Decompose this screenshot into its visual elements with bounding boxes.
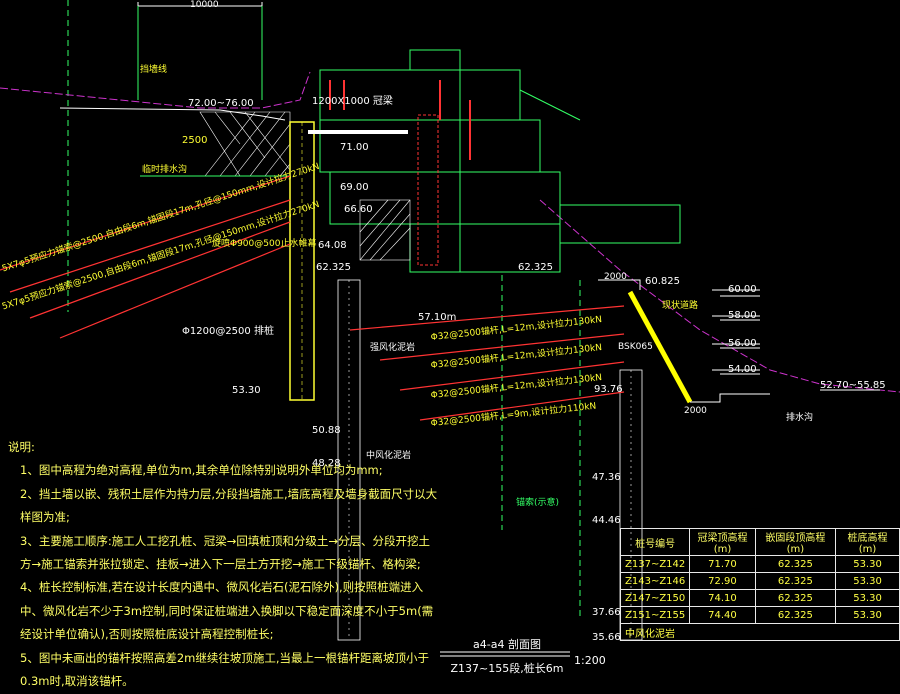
table-cell: Z151~Z155 [619, 606, 691, 624]
table-header: 嵌固段顶高程(m) [754, 528, 837, 556]
elev-66-60: 66.60 [344, 204, 373, 215]
note-1: 1、图中高程为绝对高程,单位为m,其余单位除特别说明外单位均为mm; [20, 463, 383, 478]
ground-line [0, 71, 311, 109]
drawing-subtitle: Z137~155段,桩长6m [450, 662, 564, 675]
table-header: 冠梁顶高程(m) [689, 528, 756, 556]
table-cell: 72.90 [689, 572, 756, 590]
building-details [308, 114, 439, 266]
table-cell: 53.30 [835, 606, 900, 624]
red-accents [329, 80, 471, 160]
table-cell: Z137~Z142 [619, 555, 691, 573]
elev-56: 56.00 [728, 338, 757, 349]
table-row: Z147~Z150 74.10 62.325 53.30 [619, 589, 900, 607]
soil-low-label: 中风化泥岩 [366, 451, 412, 461]
table-cell: 74.10 [689, 589, 756, 607]
guide-lines [501, 275, 581, 620]
crown-beam-label: 1200X1000 冠梁 [312, 96, 393, 107]
table-row: Z151~Z155 74.40 62.325 53.30 [619, 606, 900, 624]
notes-block: 说明: 1、图中高程为绝对高程,单位为m,其余单位除特别说明外单位均为mm; 2… [8, 436, 438, 693]
notes-title: 说明: [8, 440, 35, 454]
elev-71: 71.00 [340, 142, 369, 153]
elev-54: 54.00 [728, 364, 757, 375]
elev-60: 60.00 [728, 284, 757, 295]
hand-label: 临时排水沟 [142, 165, 188, 175]
table-cell: Z143~Z146 [619, 572, 691, 590]
pile-label: Φ1200@2500 排桩 [182, 326, 274, 337]
building [319, 49, 681, 273]
table-header: 桩号编号 [619, 528, 691, 556]
table-cell: 62.325 [754, 606, 837, 624]
dim-2000-a: 2000 [604, 272, 627, 282]
elev-37-66: 37.66 [592, 607, 621, 618]
elev-35-66: 35.66 [592, 632, 621, 643]
right-terrain [598, 279, 770, 403]
elev-72-76: 72.00~76.00 [188, 98, 254, 109]
elev-69: 69.00 [340, 182, 369, 193]
dim-2000-b: 2000 [684, 406, 707, 416]
table-row: Z143~Z146 72.90 62.325 53.30 [619, 572, 900, 590]
table-cell: 74.40 [689, 606, 756, 624]
elev-50-88: 50.88 [312, 425, 341, 436]
top-dimension-label: 10000 [190, 0, 219, 10]
scale-label: 1:200 [574, 654, 606, 667]
elev-53-30: 53.30 [232, 385, 261, 396]
elev-60-825: 60.825 [645, 276, 680, 287]
elev-44-46: 44.46 [592, 515, 621, 526]
table-cell: 71.70 [689, 555, 756, 573]
wall-note-label: 旋喷Φ900@500止水帷幕 [212, 239, 317, 249]
drawing-title: a4-a4 剖面图 [473, 638, 541, 651]
drawing-title-block: a4-a4 剖面图 Z137~155段,桩长6m [444, 636, 570, 676]
lower-ground-line [539, 199, 900, 393]
title-underlines [440, 651, 570, 657]
dim-2500-left: 2500 [182, 135, 208, 146]
elev-58: 58.00 [728, 310, 757, 321]
protection-slope [627, 290, 693, 404]
note-3: 3、主要施工顺序:施工人工挖孔桩、冠梁→回填桩顶和分级土→分层、分段开挖土方→施… [20, 533, 430, 572]
pile-table: 桩号编号 冠梁顶高程(m) 嵌固段顶高程(m) 桩底高程(m) Z137~Z14… [619, 528, 900, 641]
bsk-label: BSK065 [618, 342, 653, 352]
note-2: 2、挡土墙以嵌、残积土层作为持力层,分段挡墙施工,墙底高程及墙身截面尺寸以大样图… [20, 486, 438, 525]
note-5: 5、图中未画出的锚杆按照高差2m继续往坡顶施工,当最上一根锚杆距离坡顶小于0.3… [20, 650, 429, 689]
pile-column [289, 121, 315, 401]
elev-62-325-a: 62.325 [316, 262, 351, 273]
table-cell: 53.30 [835, 555, 900, 573]
elev-57-10: 57.10m [418, 312, 457, 323]
anchors-left [0, 175, 291, 339]
hatch-zone [199, 111, 291, 177]
table-cell: 53.30 [835, 572, 900, 590]
table-footer: 中风化泥岩 [620, 623, 900, 641]
terrain-left [59, 107, 286, 121]
elev-52-70: 52.70~55.85 [820, 380, 886, 391]
elev-47-36: 47.36 [592, 472, 621, 483]
anchor-low-label: 锚索(示意) [516, 498, 560, 508]
table-cell: Z147~Z150 [619, 589, 691, 607]
table-cell: 62.325 [754, 572, 837, 590]
table-row: Z137~Z142 71.70 62.325 53.30 [619, 555, 900, 573]
elev-48-28: 48.28 [312, 458, 341, 469]
drain-label: 排水沟 [786, 413, 814, 423]
elev-93-76: 93.76 [594, 384, 623, 395]
table-cell: 62.325 [754, 555, 837, 573]
left-top-label: 挡墙线 [140, 65, 168, 75]
soil-mid-label: 强风化泥岩 [370, 343, 416, 353]
table-header: 桩底高程(m) [835, 528, 900, 556]
road-label: 现状道路 [662, 301, 699, 311]
note-4: 4、桩长控制标准,若在设计长度内遇中、微风化岩石(泥石除外),则按照桩端进入中、… [20, 580, 434, 642]
table-footer-row: 中风化泥岩 [620, 623, 900, 641]
elev-62-325-b: 62.325 [518, 262, 553, 273]
right-elevation-ticks [712, 289, 880, 391]
elev-64-08: 64.08 [318, 240, 347, 251]
anchors-right [349, 305, 625, 421]
table-cell: 53.30 [835, 589, 900, 607]
table-header-row: 桩号编号 冠梁顶高程(m) 嵌固段顶高程(m) 桩底高程(m) [619, 528, 900, 556]
table-cell: 62.325 [754, 589, 837, 607]
